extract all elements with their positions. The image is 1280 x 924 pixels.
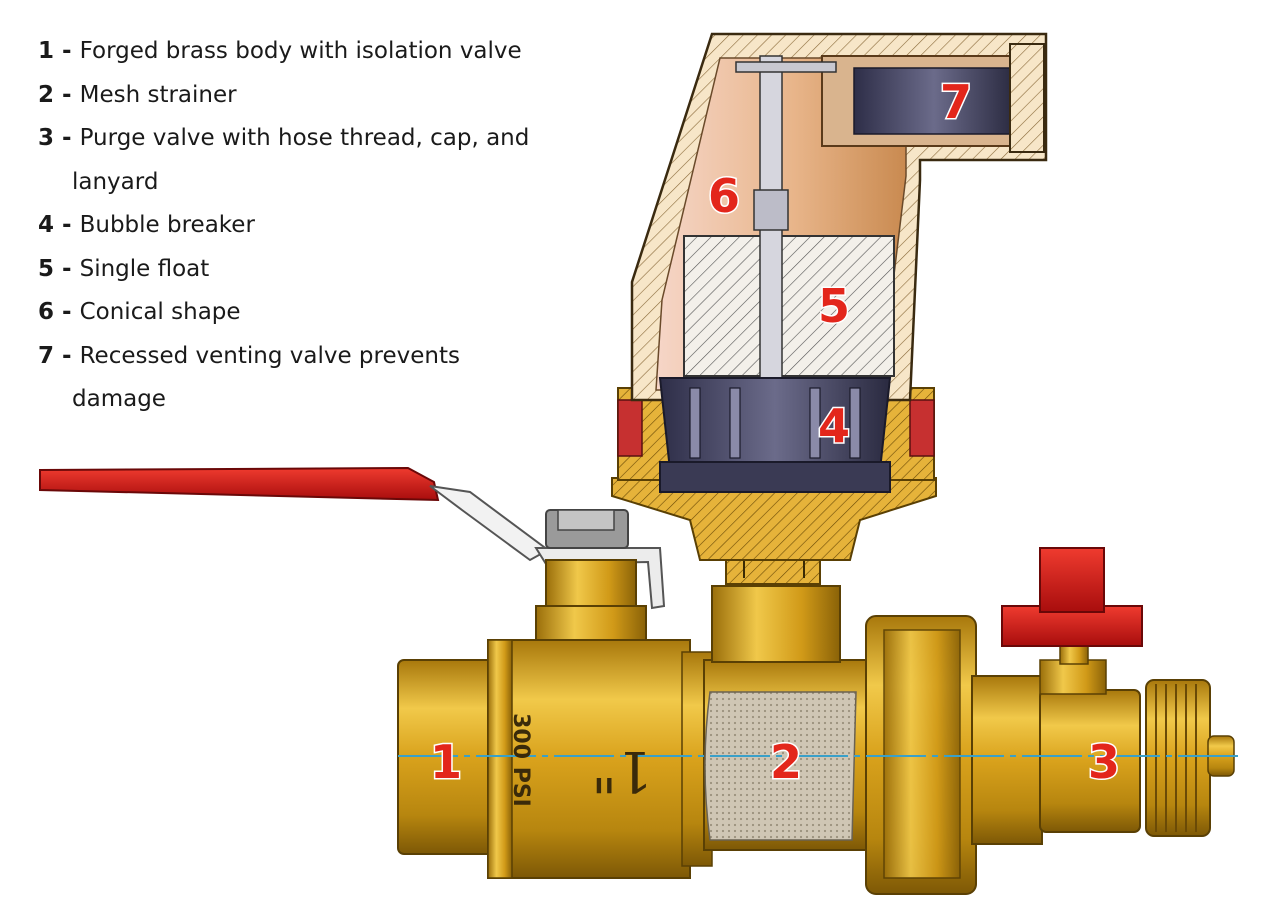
knurl-lines: [1155, 684, 1197, 832]
legend-text: Purge valve with hose thread, cap, and l…: [72, 125, 530, 195]
parts-legend: 1 - Forged brass body with isolation val…: [38, 30, 558, 422]
legend-text: Conical shape: [79, 299, 241, 325]
legend-separator: -: [62, 38, 72, 64]
legend-item-1: 1 - Forged brass body with isolation val…: [38, 30, 558, 74]
legend-num: 5: [38, 255, 55, 282]
legend-num: 2: [38, 81, 55, 108]
vent-head: [611, 32, 1048, 585]
legend-num: 7: [38, 342, 55, 369]
legend-text: Recessed venting valve prevents damage: [72, 342, 460, 413]
callout-4: 4: [818, 399, 850, 453]
pressure-rating-text: 300 PSI: [508, 713, 533, 807]
size-marking-text: 1": [591, 738, 652, 803]
legend-num: 1: [38, 38, 55, 64]
legend-separator: -: [62, 255, 72, 282]
callout-5: 5: [818, 279, 850, 333]
valve-stem: [535, 509, 647, 647]
callout-7: 7: [940, 75, 972, 129]
legend-num: 6: [38, 299, 55, 325]
legend-item-6: 6 - Conical shape: [38, 291, 558, 335]
legend-text: Forged brass body with isolation valve: [79, 38, 522, 64]
callout-2: 2: [770, 735, 802, 789]
legend-text: Single float: [79, 255, 210, 282]
legend-separator: -: [62, 212, 72, 238]
legend-separator: -: [62, 299, 72, 325]
legend-item-2: 2 - Mesh strainer: [38, 74, 558, 118]
main-body: [397, 585, 1240, 895]
legend-num: 3: [38, 125, 55, 151]
callout-1: 1: [430, 735, 462, 789]
callout-labels: 1 2 3 4 5 6 7: [428, 74, 1121, 791]
callout-6: 6: [708, 169, 740, 223]
legend-text: Bubble breaker: [79, 212, 255, 238]
legend-separator: -: [62, 342, 72, 369]
legend-num: 4: [38, 212, 55, 238]
legend-item-4: 4 - Bubble breaker: [38, 204, 558, 248]
legend-separator: -: [62, 125, 72, 151]
legend-item-7: 7 - Recessed venting valve prevents dama…: [38, 335, 558, 422]
legend-separator: -: [62, 81, 72, 108]
bubble-breaker-fins: [689, 387, 861, 459]
legend-item-3: 3 - Purge valve with hose thread, cap, a…: [38, 117, 558, 204]
legend-text: Mesh strainer: [79, 81, 237, 108]
purge-valve-handle: [1001, 547, 1143, 665]
legend-item-5: 5 - Single float: [38, 248, 558, 292]
callout-3: 3: [1088, 735, 1120, 789]
